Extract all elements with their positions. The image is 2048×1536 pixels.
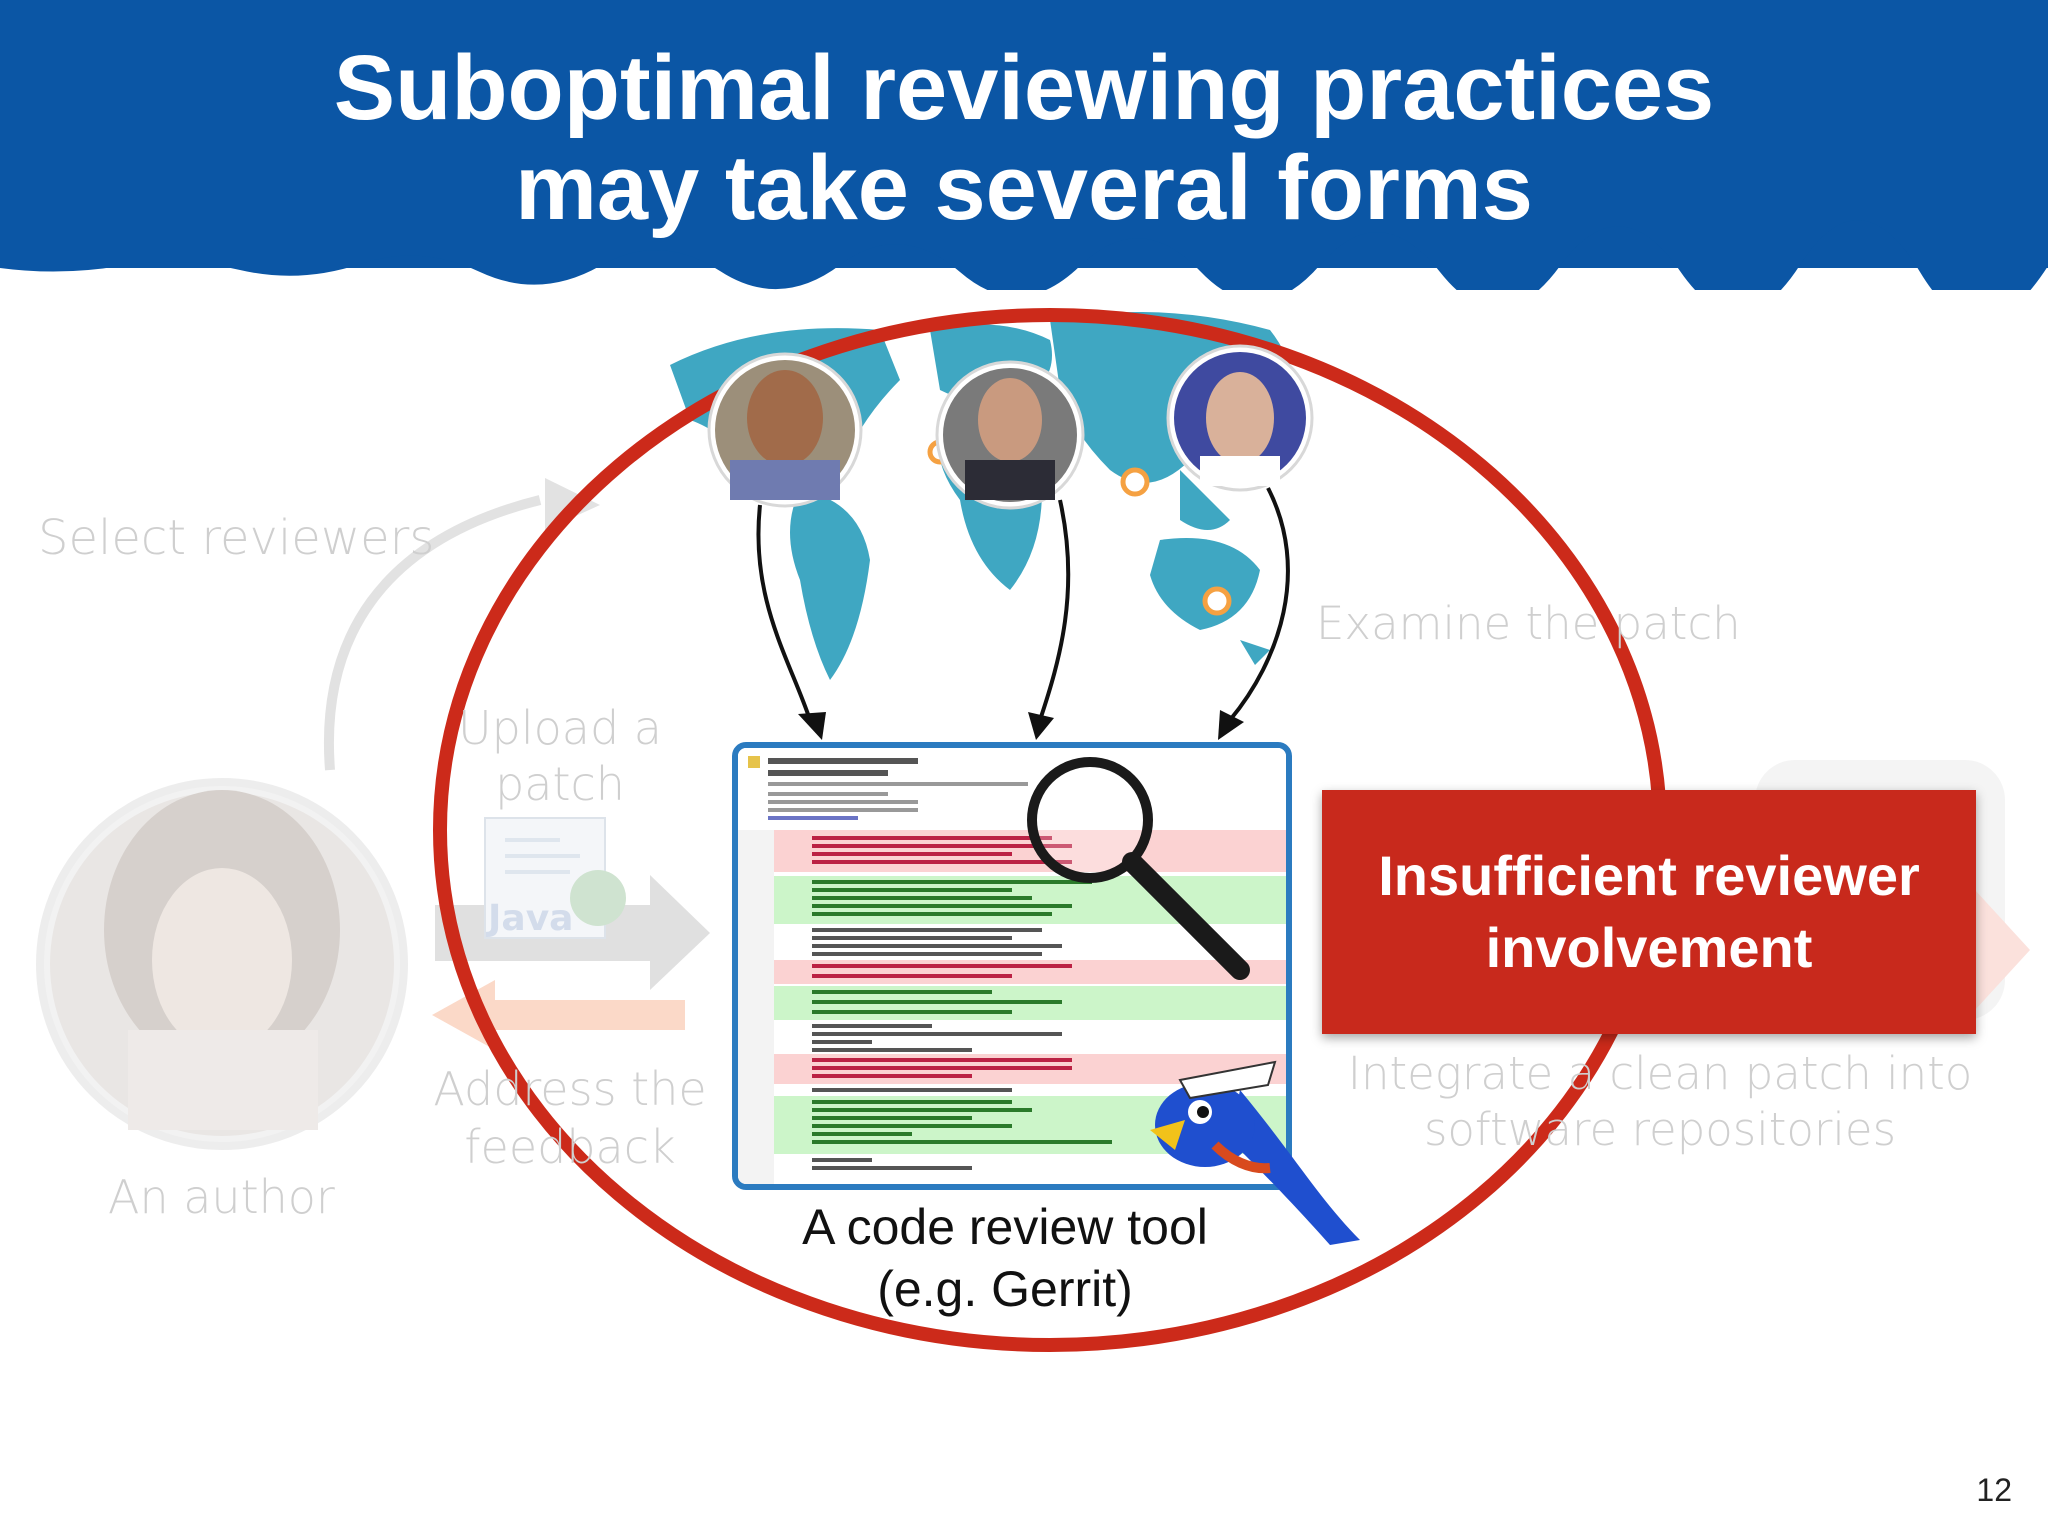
- upload-line-1: Upload a: [458, 701, 662, 755]
- title-line-2: may take several forms: [515, 137, 1533, 239]
- location-pin: [1202, 586, 1232, 616]
- label-author: An author: [108, 1170, 335, 1224]
- slide-title: Suboptimal reviewing practices may take …: [0, 38, 2048, 238]
- author-avatar: [36, 778, 408, 1150]
- select-arrow: [324, 495, 542, 771]
- label-upload-patch: Upload a patch: [430, 700, 690, 812]
- reviewer-avatar: [1166, 344, 1314, 492]
- java-badge-text: Java: [485, 898, 573, 939]
- tool-caption-line-2: (e.g. Gerrit): [877, 1261, 1133, 1317]
- feedback-arrow-body: [490, 1000, 685, 1030]
- upload-arrow-head: [650, 875, 710, 990]
- review-arrow: [1038, 499, 1071, 721]
- title-banner: Suboptimal reviewing practices may take …: [0, 0, 2048, 290]
- label-integrate-patch: Integrate a clean patch into software re…: [1340, 1046, 1980, 1158]
- location-pin: [1120, 467, 1150, 497]
- java-file-icon: Java: [484, 817, 626, 939]
- address-line-1: Address the: [433, 1062, 707, 1116]
- code-review-tool-caption: A code review tool (e.g. Gerrit): [760, 1196, 1250, 1320]
- magnifier-icon: [1027, 757, 1250, 980]
- reviewer-avatar: [935, 360, 1085, 510]
- callout-line-2: involvement: [1485, 916, 1813, 979]
- review-arrow: [1228, 487, 1290, 722]
- gerrit-bird-icon: [1150, 1060, 1360, 1245]
- page-number: 12: [1976, 1472, 2012, 1508]
- insufficient-involvement-callout: Insufficient reviewer involvement: [1322, 790, 1976, 1034]
- reviewer-avatar: [707, 352, 863, 508]
- address-line-2: feedback: [464, 1120, 676, 1174]
- label-select-reviewers: Select reviewers: [38, 510, 435, 566]
- integrate-line-1: Integrate a clean patch into: [1347, 1047, 1973, 1100]
- label-examine-patch: Examine the patch: [1316, 597, 1741, 650]
- label-address-feedback: Address the feedback: [420, 1060, 720, 1176]
- review-arrow: [756, 504, 812, 721]
- tool-caption-line-1: A code review tool: [802, 1199, 1208, 1255]
- upload-line-2: patch: [495, 757, 625, 811]
- integrate-line-2: software repositories: [1423, 1103, 1897, 1156]
- torn-edge: [0, 220, 2048, 290]
- callout-line-1: Insufficient reviewer: [1378, 844, 1920, 907]
- title-line-1: Suboptimal reviewing practices: [333, 37, 1715, 139]
